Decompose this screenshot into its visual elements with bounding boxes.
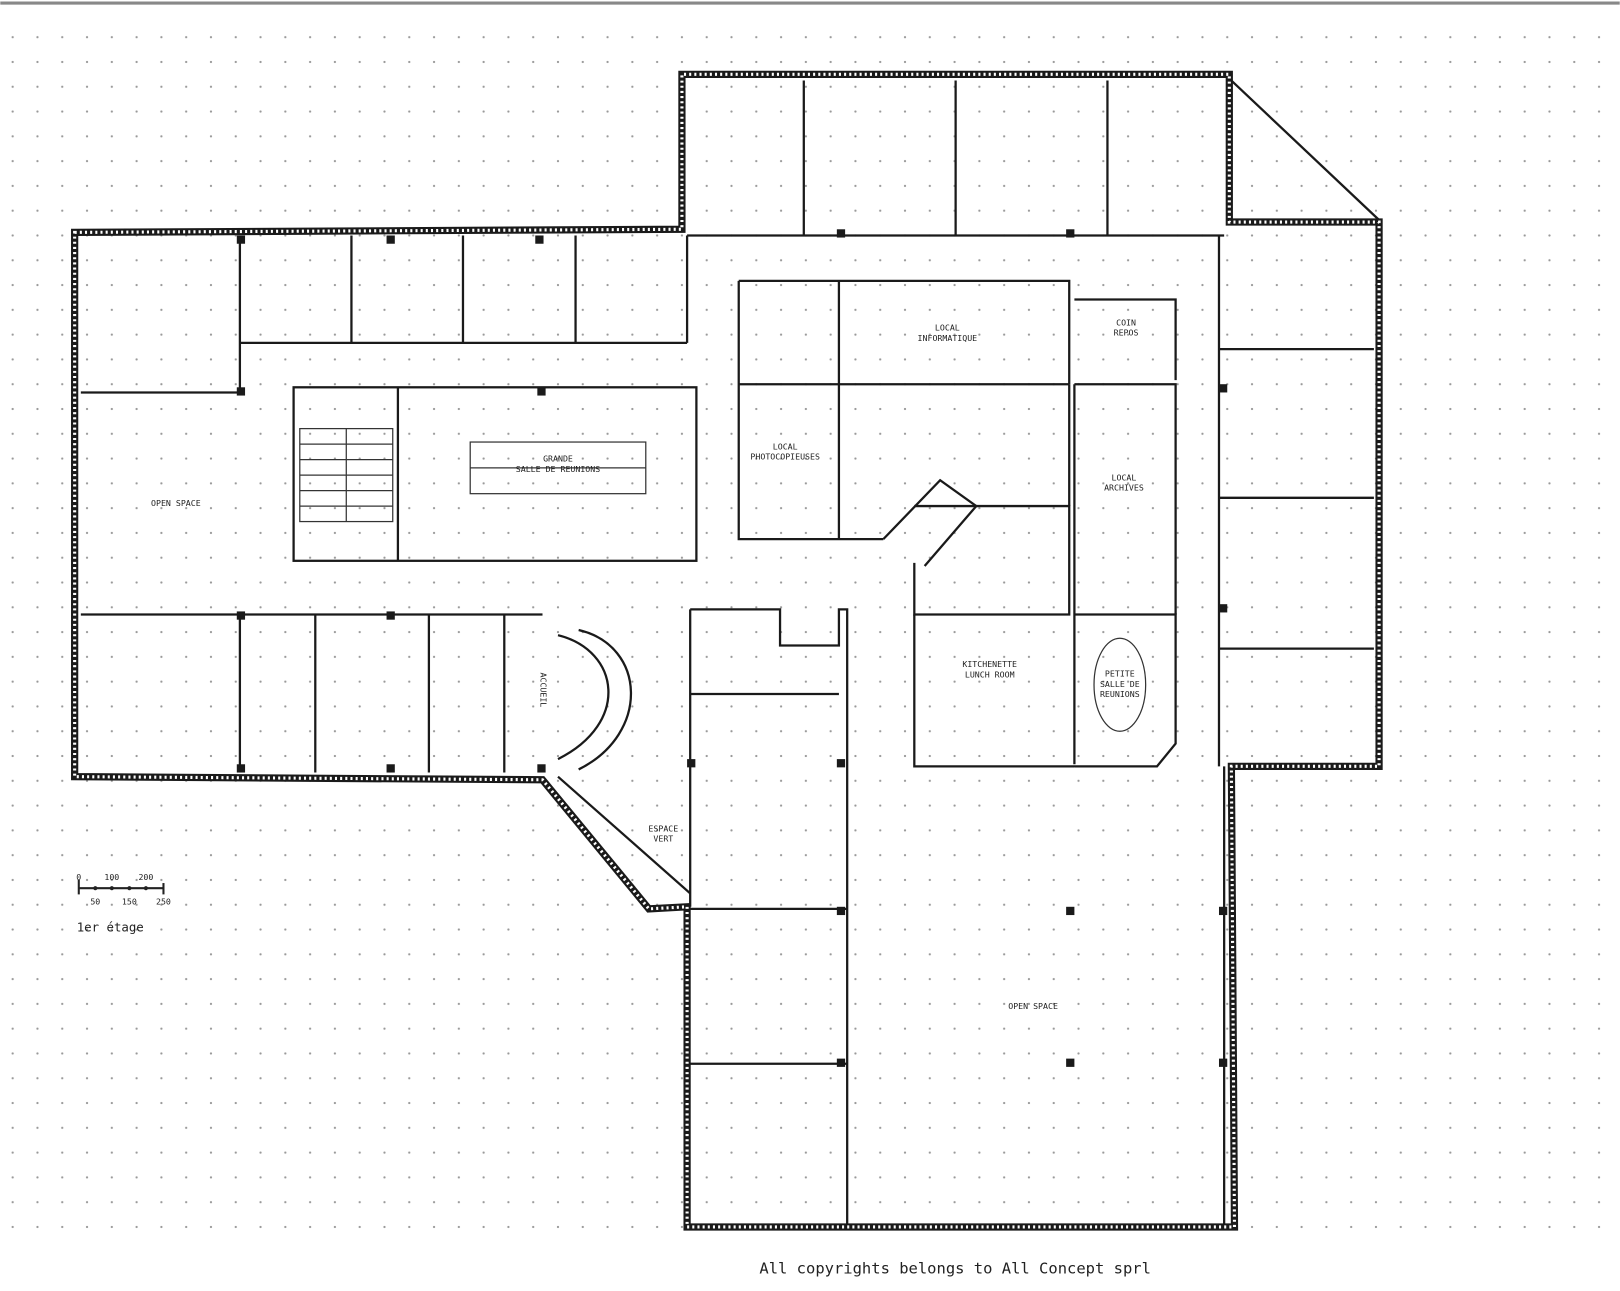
interior-partitions [80,80,1374,1224]
copyright-notice: All copyrights belongs to All Concept sp… [759,1259,1151,1277]
label-grande-salle-2: SALLE DE REUNIONS [516,464,600,474]
label-kitchenette-2: LUNCH ROOM [965,670,1015,680]
scale-tick-0: 0 [76,872,81,882]
label-photocopieuses-2: PHOTOCOPIEUSES [750,452,820,462]
scale-tick-200: 200 [138,872,153,882]
staircase [299,427,394,523]
exterior-walls [71,70,1383,1231]
label-espace-vert-2: VERT [653,834,673,844]
scale-tick-50: 50 [90,897,100,907]
label-espace-vert-1: ESPACE [648,823,678,833]
structural-columns [236,229,1228,1067]
label-kitchenette-1: KITCHENETTE [962,659,1017,669]
floor-label: 1er étage [77,920,144,935]
label-coin-repos-1: COIN [1116,317,1136,327]
label-petite-salle-3: REUNIONS [1100,689,1140,699]
label-petite-salle-1: PETITE [1105,668,1135,678]
label-accueil: ACCUEIL [538,673,548,708]
scale-bar: 0 100 200 50 150 250 [76,872,171,907]
label-local-informatique-1: LOCAL [935,322,960,332]
scale-tick-100: 100 [104,872,119,882]
label-open-space-left: OPEN SPACE [151,498,201,508]
label-open-space-main: OPEN SPACE [1008,1001,1058,1011]
label-petite-salle-2: SALLE DE [1100,679,1140,689]
scale-tick-150: 150 [122,897,137,907]
label-grande-salle-1: GRANDE [543,454,573,464]
scale-tick-250: 250 [156,897,171,907]
label-archives-1: LOCAL [1112,472,1137,482]
petite-salle-table [1093,637,1147,732]
label-local-informatique-2: INFORMATIQUE [918,333,978,343]
label-archives-2: ARCHIVES [1104,483,1144,493]
label-photocopieuses-1: LOCAL [773,441,798,451]
conference-table [469,441,647,495]
label-coin-repos-2: REPOS [1114,328,1139,338]
